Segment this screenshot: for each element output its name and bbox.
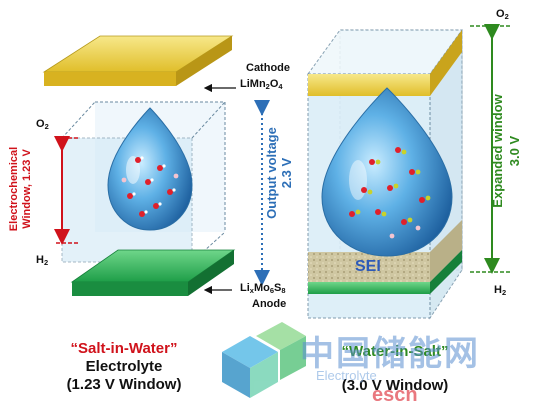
anode-formula-part: Li [240, 282, 250, 294]
sei-layer [308, 252, 430, 282]
cathode-formula: LiMn2O4 [240, 78, 283, 91]
output-voltage-text: Output voltage [264, 127, 279, 219]
h2-subscript: 2 [501, 287, 507, 297]
caption-line: (1.23 V Window) [66, 376, 182, 393]
cathode-formula-sub: 2 [265, 81, 270, 91]
h2-letter: H [36, 254, 44, 266]
o2-subscript: 2 [504, 11, 509, 21]
o2-letter: O [36, 118, 45, 130]
right-h2-label: H2 [494, 284, 506, 297]
cathode-formula-sub: 4 [278, 81, 283, 91]
watermark-url: escn [372, 384, 418, 406]
water-in-salt-caption: “Water-in-Salt” (3.0 V Window) [310, 342, 480, 396]
caption-line: “Water-in-Salt” [341, 343, 449, 360]
electrochemical-window-label: Electrochemical Window, 1.23 V [8, 134, 34, 244]
left-cathode-plate-front [44, 72, 176, 86]
window-label-line: Electrochemical [8, 146, 20, 232]
expanded-window-label: Expanded window 3.0 V [489, 91, 523, 211]
watermark-text: 中国储能网 [300, 335, 480, 373]
cathode-label: Cathode [246, 62, 290, 74]
h2-letter: H [494, 284, 502, 296]
window-label-line: Window, 1.23 V [21, 149, 33, 229]
caption-line: “Salt-in-Water” [70, 340, 178, 357]
watermark-logo [222, 322, 306, 398]
o2-letter: O [496, 8, 505, 20]
anode-formula-part: S [273, 282, 282, 294]
anode-label: Anode [252, 298, 287, 310]
left-water-molecules [121, 156, 179, 217]
left-anode-plate-front [72, 282, 188, 296]
anode-formula: LixMo6S8 [240, 282, 285, 295]
left-cell [42, 35, 270, 296]
left-water-droplet [107, 107, 193, 231]
left-o2-label: O2 [36, 118, 49, 131]
cathode-formula-part: O [269, 78, 279, 90]
caption-line: Electrolyte [85, 358, 163, 375]
salt-in-water-caption: “Salt-in-Water” Electrolyte (1.23 V Wind… [44, 340, 204, 394]
right-cathode-layer [308, 74, 430, 96]
right-anode-layer [308, 282, 430, 294]
h2-subscript: 2 [43, 257, 49, 267]
anode-formula-sub: 8 [281, 285, 286, 295]
watermark-subtitle: Electrolyte [316, 368, 377, 383]
output-voltage-value: 2.3 V [279, 157, 294, 189]
cathode-formula-part: LiMn [240, 78, 266, 90]
right-o2-label: O2 [496, 8, 509, 21]
caption-line: (3.0 V Window) [341, 377, 449, 394]
right-cell [307, 24, 512, 320]
right-salt-molecules [349, 147, 431, 239]
output-voltage-label: Output voltage 2.3 V [264, 118, 294, 228]
expanded-window-text: Expanded window [490, 94, 505, 208]
anode-formula-sub: x [249, 285, 254, 295]
sei-label: SEI [355, 258, 381, 275]
anode-formula-sub: 6 [269, 285, 274, 295]
left-h2-label: H2 [36, 254, 48, 267]
anode-formula-part: Mo [253, 282, 270, 294]
o2-subscript: 2 [44, 121, 49, 131]
expanded-window-value: 3.0 V [507, 135, 522, 167]
